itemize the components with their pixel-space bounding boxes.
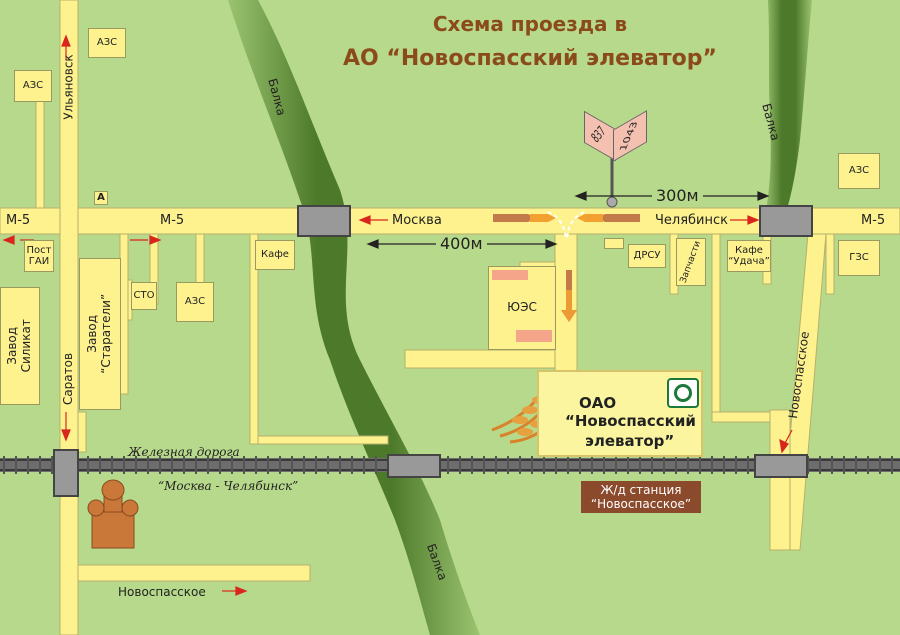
distance-300m: 300м — [652, 188, 703, 204]
uez-marker-bottom — [516, 330, 552, 342]
road-label-m5-right: М-5 — [861, 213, 886, 228]
company-name-line3: элеватор” — [585, 432, 675, 450]
road-label-m5-left: М-5 — [6, 213, 31, 228]
uez-marker-top — [492, 270, 528, 280]
ravine-right — [765, 0, 812, 215]
direction-arrows — [2, 34, 793, 596]
building-post-gai: Пост ГАИ — [24, 240, 54, 272]
km-sign-right-text: 1043 — [618, 121, 641, 151]
distance-400m: 400м — [436, 236, 487, 252]
railway-station-badge: Ж/д станция “Новоспасское” — [581, 481, 701, 513]
building-zapchasti: Запчасти — [676, 238, 706, 286]
direction-saratov: Саратов — [61, 352, 76, 406]
building-zavod-starateli: Завод “Старатели” — [79, 258, 121, 410]
company-name-line2: “Новоспасский — [565, 412, 696, 430]
bridges — [53, 205, 813, 497]
drsu-marker — [604, 238, 624, 249]
company-logo-icon — [667, 378, 699, 408]
direction-moscow: Москва — [392, 213, 442, 228]
building-zavod-silikat: Завод Силикат — [0, 287, 40, 405]
building-zavod-starateli-label: Завод “Старатели” — [85, 294, 113, 374]
ravine-center — [228, 0, 480, 635]
church-icon — [87, 479, 139, 549]
railway-label: Железная дорога — [128, 445, 240, 459]
building-cafe: Кафе — [255, 240, 295, 270]
direction-novospasskoe-bottom: Новоспасское — [118, 585, 206, 599]
railway-route-label: “Москва - Челябинск” — [158, 479, 299, 493]
railway-track — [0, 456, 900, 474]
marker-a: А — [94, 191, 108, 205]
turn-marker — [547, 211, 585, 241]
building-zapchasti-label: Запчасти — [678, 239, 704, 285]
company-name-line1: ОАО — [579, 394, 617, 412]
company-elevator: ОАО “Новоспасский элеватор” — [537, 370, 703, 457]
building-azs-3: АЗС — [176, 282, 214, 322]
building-zavod-silikat-label: Завод Силикат — [5, 319, 33, 373]
building-azs-1: АЗС — [88, 28, 126, 58]
building-azs-4: АЗС — [838, 153, 880, 189]
building-azs-2: АЗС — [14, 70, 52, 102]
direction-chelyabinsk: Челябинск — [655, 213, 729, 228]
route-arrows — [493, 214, 640, 322]
building-cafe-udacha: Кафе “Удача” — [727, 240, 771, 272]
map-title-line2: АО “Новоспасский элеватор” — [343, 46, 717, 71]
road-label-m5-mid: М-5 — [160, 213, 185, 228]
building-drsu: ДРСУ — [628, 244, 666, 268]
map-title-line1: Схема проезда в — [432, 12, 628, 36]
building-sto: СТО — [131, 282, 157, 310]
building-gzs: ГЗС — [838, 240, 880, 276]
km-sign-left-text: 837 — [590, 124, 610, 147]
direction-ulyanovsk: Ульяновск — [61, 54, 76, 120]
